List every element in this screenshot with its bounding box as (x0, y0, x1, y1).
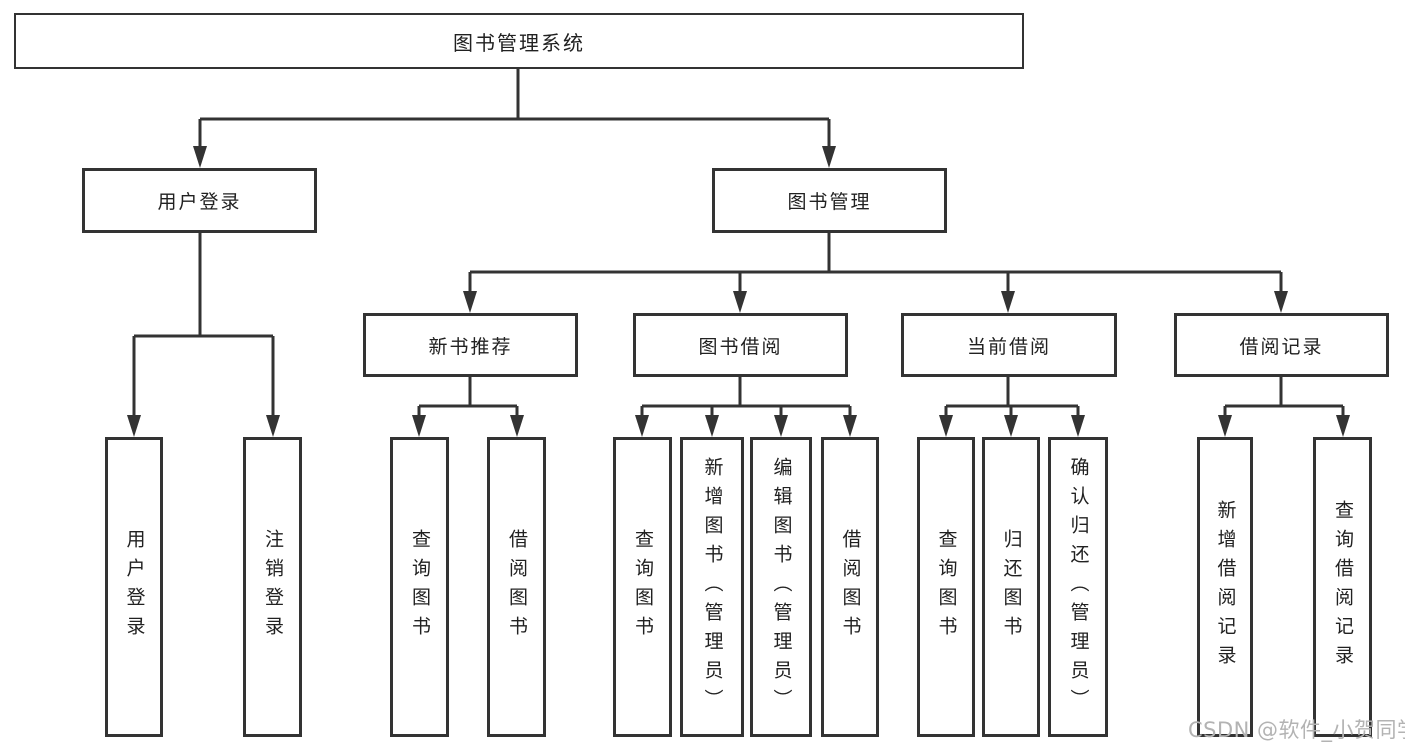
node-user-login: 用户登录 (82, 168, 317, 233)
node-user-login-leaf: 用户登录 (105, 437, 163, 737)
node-confirm-return-admin: 确认归还（管理员） (1048, 437, 1108, 737)
node-query-books-borrowing: 查询图书 (613, 437, 672, 737)
node-book-borrowing: 图书借阅 (633, 313, 848, 377)
node-new-book-recommendation: 新书推荐 (363, 313, 578, 377)
node-borrow-books-borrowing: 借阅图书 (821, 437, 879, 737)
node-query-books-current: 查询图书 (917, 437, 975, 737)
node-return-books: 归还图书 (982, 437, 1040, 737)
csdn-watermark: CSDN @软件_小贺同学 (1188, 718, 1405, 742)
node-add-books-admin: 新增图书（管理员） (680, 437, 744, 737)
node-borrowing-records: 借阅记录 (1174, 313, 1389, 377)
node-query-books-recommend: 查询图书 (390, 437, 449, 737)
node-current-borrowing: 当前借阅 (901, 313, 1117, 377)
node-query-borrow-record: 查询借阅记录 (1313, 437, 1372, 737)
node-logout: 注销登录 (243, 437, 302, 737)
node-borrow-books-recommend: 借阅图书 (487, 437, 546, 737)
node-book-management: 图书管理 (712, 168, 947, 233)
node-edit-books-admin: 编辑图书（管理员） (750, 437, 812, 737)
node-library-management-system: 图书管理系统 (14, 13, 1024, 69)
node-add-borrow-record: 新增借阅记录 (1197, 437, 1253, 737)
